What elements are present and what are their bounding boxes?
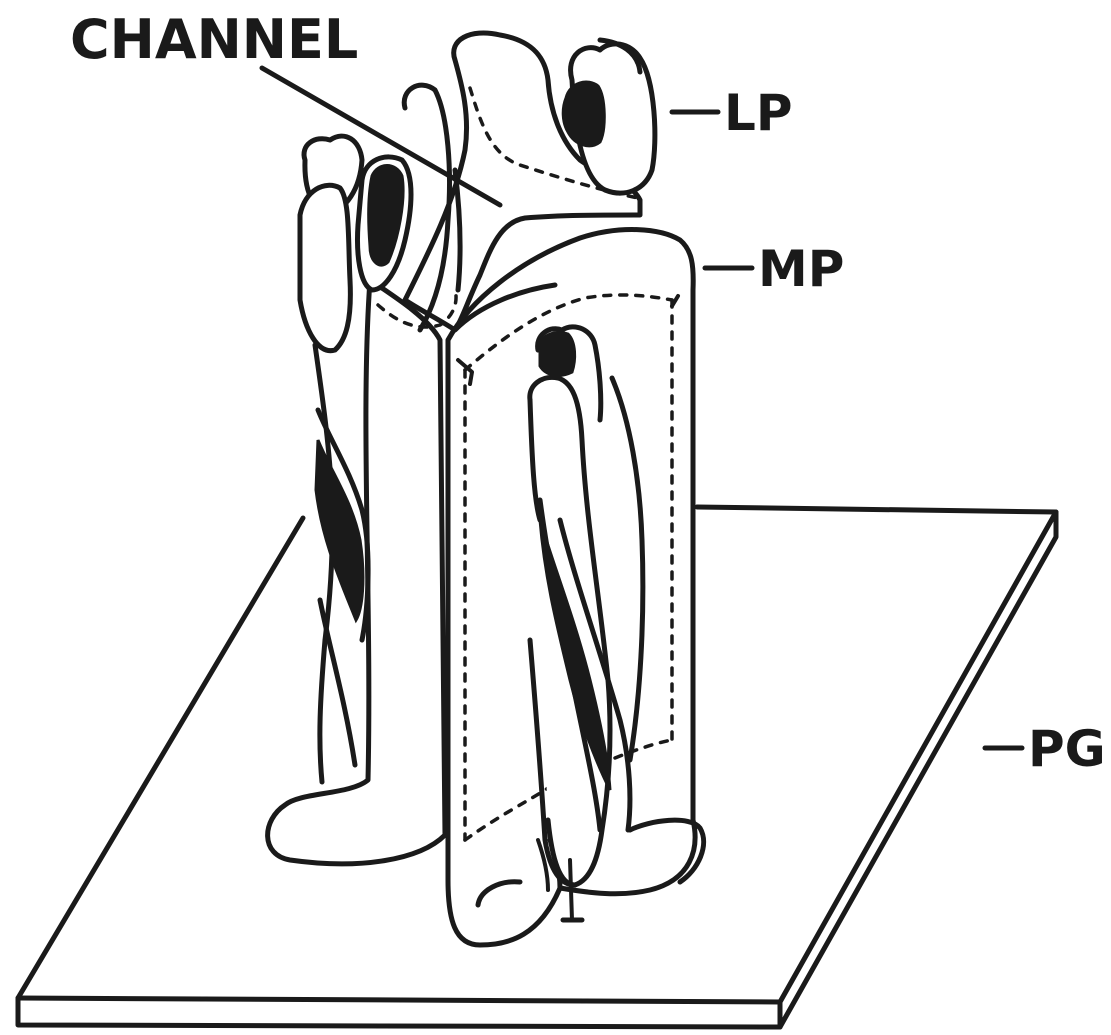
lateral-piece-lp — [268, 136, 445, 864]
label-lp: LP — [724, 84, 793, 142]
label-mp: MP — [758, 240, 844, 298]
label-pg: PG — [1028, 720, 1106, 778]
label-channel: CHANNEL — [70, 8, 358, 71]
